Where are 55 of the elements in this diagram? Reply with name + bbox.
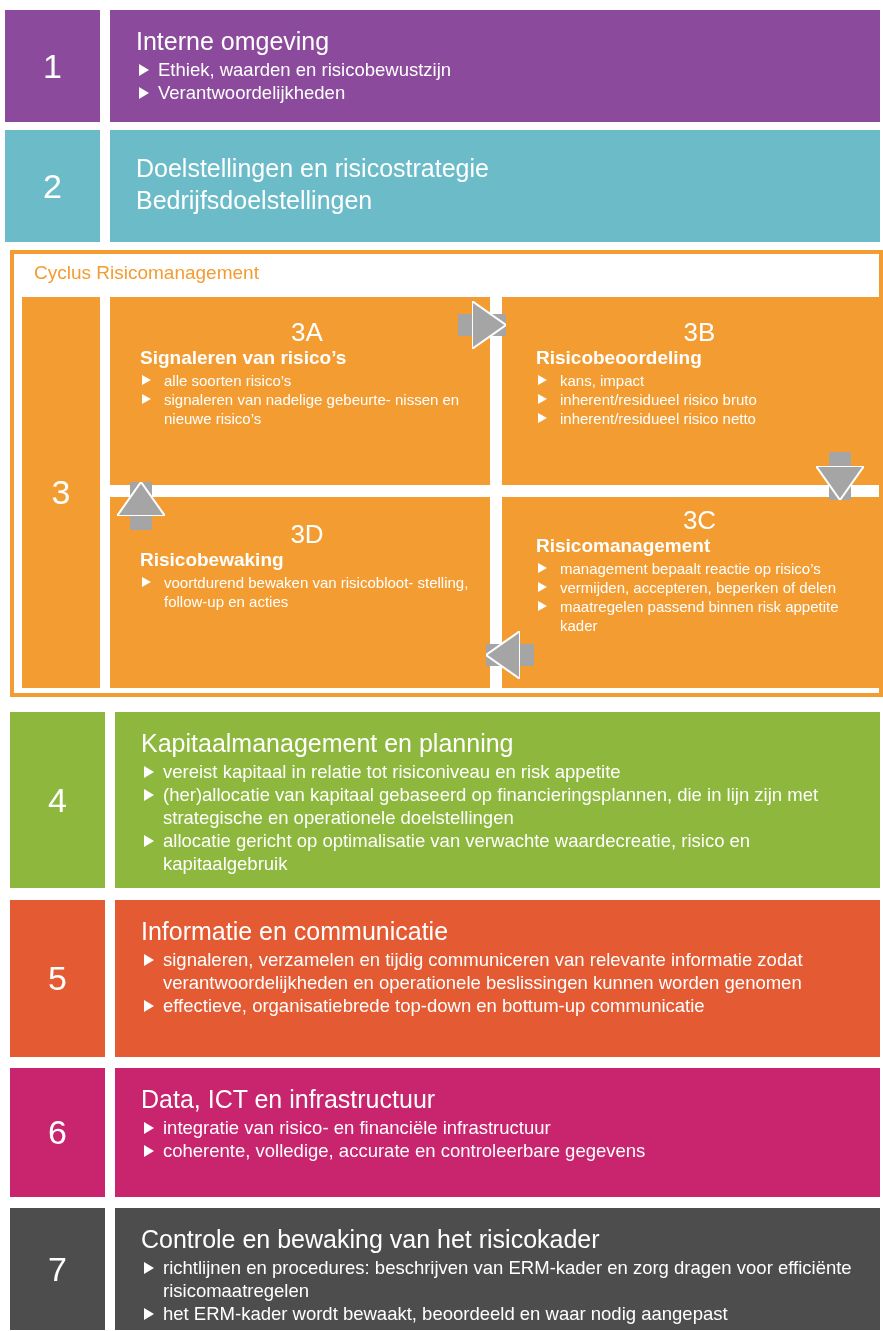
cycle-frame [10,250,883,697]
bullet-text: allocatie gericht op optimalisatie van verwachte waardecreatie, risico en kapitaalgebruik [141,829,860,875]
bullet-text: Verantwoordelijkheden [136,81,860,104]
bullet-text: effectieve, organisatiebrede top-down en bottum-up communicatie [141,994,860,1017]
bullet-text: inherent/residueel risico bruto [536,390,863,409]
bullet-text: alle soorten risico’s [140,371,474,390]
heading: Bedrijfsdoelstellingen [136,185,374,216]
frame-title: Cyclus Risicomanagement [34,262,259,284]
step-panel [115,900,880,1057]
bullet-text: vereist kapitaal in relatie tot risiconiveau en risk appetite [141,760,860,783]
step-number-panel: 6 [10,1068,105,1197]
bullet-text: coherente, volledige, accurate en controleerbare gegevens [141,1139,860,1162]
bullet-text: kans, impact [536,371,863,390]
cycle-step-box [110,297,490,485]
subheading: Risicobewaking [140,549,285,571]
bullet-text: integratie van risico- en financiële infrastructuur [141,1116,860,1139]
cycle-step-box [502,497,879,688]
cycle-step-box [502,297,879,485]
heading: Doelstellingen en risicostrategie [136,153,490,184]
bullet-text: management bepaalt reactie op risico’s [536,559,863,578]
arrow [116,481,166,530]
step-number-panel: 2 [5,130,100,242]
step-number-panel: 7 [10,1208,105,1330]
step-panel [115,712,880,888]
subheading: Risicomanagement [536,535,712,557]
arrow [458,300,507,350]
heading: Data, ICT en infrastructuur [141,1084,437,1114]
step-number-panel: 5 [10,900,105,1057]
arrow [815,452,865,501]
arrow [485,630,534,680]
heading: Kapitaalmanagement en planning [141,728,515,758]
step-code: 3B [682,317,717,347]
subheading: Signaleren van risico’s [140,347,348,369]
step-number-panel: 4 [10,712,105,888]
step-code: 3A [290,317,324,347]
step-panel [115,1068,880,1197]
step-number-panel: 3 [22,297,100,688]
bullet-text: signaleren van nadelige gebeurte- nissen en nieuwe risico’s [140,390,474,428]
cycle-step-box [110,497,490,688]
heading: Controle en bewaking van het risicokader [141,1224,601,1254]
bullet-text: voortdurend bewaken van risicobloot- stelling, follow-up en acties [140,573,474,611]
bullet-text: Ethiek, waarden en risicobewustzijn [136,58,860,81]
bullet-text: maatregelen passend binnen risk appetite kader [536,597,863,635]
step-panel [110,130,880,242]
step-code: 3D [289,519,325,549]
bullet-text: inherent/residueel risico netto [536,409,863,428]
bullet-text: het ERM-kader wordt bewaakt, beoordeeld en waar nodig aangepast [141,1302,860,1325]
heading: Interne omgeving [136,26,331,56]
bullet-text: vermijden, accepteren, beperken of delen [536,578,863,597]
step-panel [110,10,880,122]
subheading: Risicobeoordeling [536,347,703,369]
step-panel [115,1208,880,1330]
step-code: 3C [681,505,718,535]
heading: Informatie en communicatie [141,916,450,946]
step-number-panel: 1 [5,10,100,122]
